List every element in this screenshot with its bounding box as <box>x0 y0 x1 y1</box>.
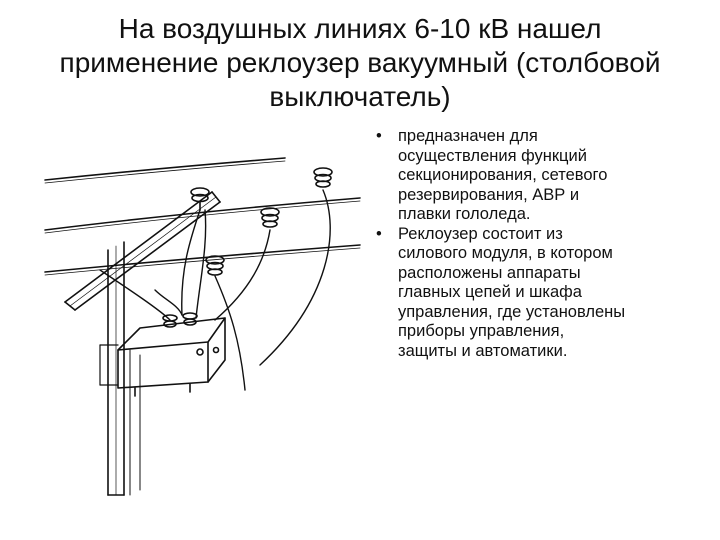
bullet-text-line: плавки гололеда. <box>398 205 531 223</box>
recloser-box <box>117 312 226 397</box>
bullet-text-line: резервирования, АВР и <box>398 185 580 204</box>
bullet-marker: • <box>376 224 382 243</box>
crossarm <box>64 191 221 311</box>
bullet-text-line: Реклоузер состоит из <box>398 224 563 243</box>
bullet-text-line: предназначен для <box>398 127 538 145</box>
insulators <box>190 167 333 276</box>
bullet-item: • Реклоузер состоит из силового модуля, … <box>372 225 692 362</box>
bullet-text-line: осуществления функций <box>398 146 587 165</box>
power-lines <box>44 157 361 276</box>
bullet-text-line: управления, где установлены <box>398 302 626 321</box>
bullet-text-line: секционирования, сетевого <box>398 166 608 184</box>
bullet-text-line: силового модуля, в котором <box>398 244 613 262</box>
utility-pole <box>107 241 141 496</box>
mounting-bracket <box>99 344 119 386</box>
title-line: применение реклоузер вакуумный (столбово… <box>59 47 661 78</box>
recloser-illustration <box>44 157 361 496</box>
title-line: На воздушных линиях 6-10 кВ нашел <box>118 13 602 44</box>
bullet-text-line: расположены аппараты <box>398 263 581 282</box>
bullet-text-line: главных цепей и шкафа <box>398 283 582 301</box>
leads <box>99 189 331 391</box>
bullet-marker: • <box>376 127 382 145</box>
bullet-text-line: защиты и автоматики. <box>398 341 568 360</box>
bullet-item: • предназначен для осуществления функций… <box>372 127 692 225</box>
bullet-list: • предназначен для осуществления функций… <box>372 127 692 361</box>
slide-title: На воздушных линиях 6-10 кВ нашел примен… <box>20 12 700 114</box>
bullet-text-line: приборы управления, <box>398 322 565 340</box>
title-line: выключатель) <box>269 81 451 112</box>
